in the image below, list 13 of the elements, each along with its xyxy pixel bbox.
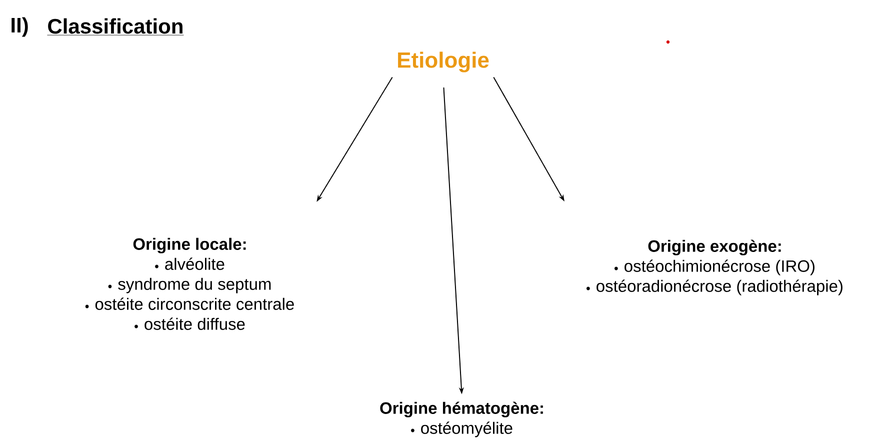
heading: Origine hématogène: — [380, 402, 543, 418]
bullet-item: syndrome du septum — [108, 278, 271, 294]
bullet-item: alvéolite — [155, 258, 224, 270]
heading: Origine locale: — [133, 238, 246, 254]
bullet-item: ostéite circonscrite centrale — [85, 298, 294, 310]
title: Classification — [47, 18, 184, 36]
bullet-item: ostéomyélite — [411, 422, 512, 438]
bullet-item: ostéoradionécrose (radiothérapie) — [586, 280, 842, 296]
node-title: Etiologie — [398, 52, 489, 72]
bullet-item: ostéite diffuse — [134, 318, 245, 330]
bullet-item: ostéochimionécrose (IRO) — [614, 260, 814, 276]
section-number: II) — [12, 17, 28, 37]
heading: Origine exogène: — [648, 240, 781, 256]
